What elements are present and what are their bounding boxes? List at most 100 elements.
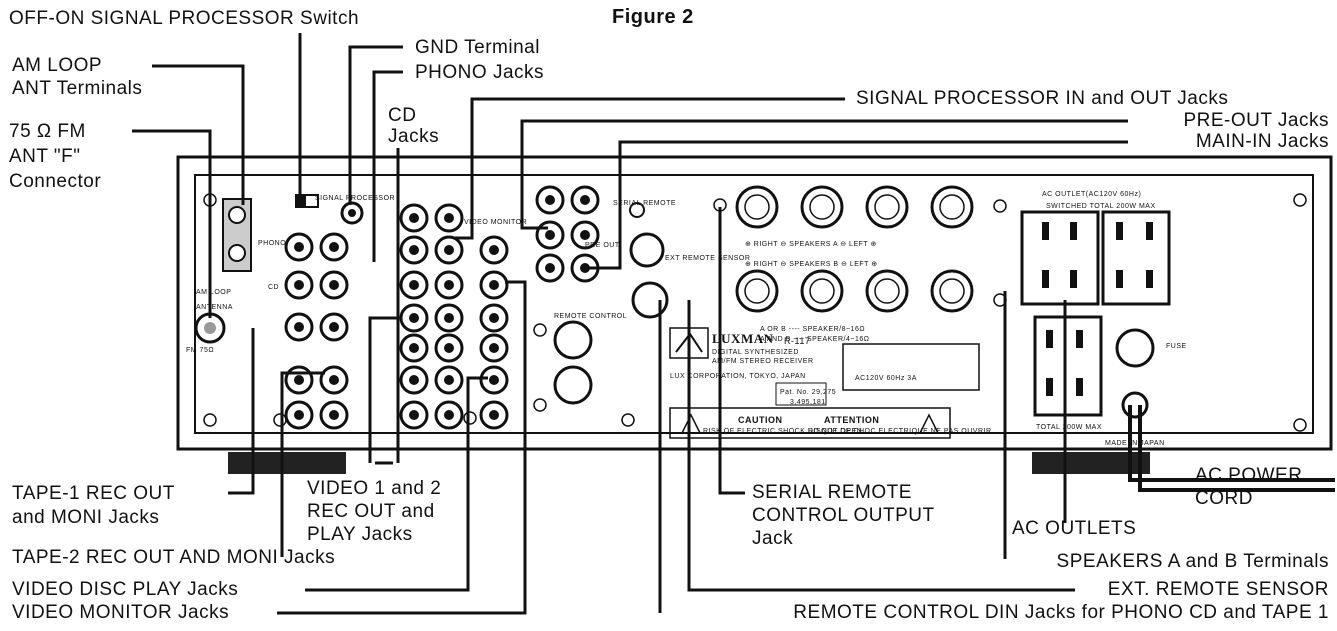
- rca-jack-pin: [409, 280, 419, 290]
- rca-jack-pin: [329, 410, 339, 420]
- leader-lines: [132, 33, 1128, 615]
- callout-speakers: SPEAKERS A and B Terminals: [1056, 551, 1329, 572]
- callout-tape1-2: and MONI Jacks: [12, 507, 160, 528]
- rca-jack-pin: [444, 245, 454, 255]
- callout-gnd-terminal: GND Terminal: [415, 37, 540, 58]
- callout-serial-1: SERIAL REMOTE: [752, 482, 912, 503]
- screws: [203, 193, 1307, 432]
- callout-video12-3: PLAY Jacks: [307, 524, 413, 545]
- rca-jack-pin: [294, 322, 304, 332]
- rca-jack-pin: [545, 230, 555, 240]
- figure-title: Figure 2: [612, 6, 694, 28]
- rca-jack-pin: [294, 242, 304, 252]
- rca-jack-pin: [409, 245, 419, 255]
- panel-spk-imp1: A OR B ---- SPEAKER/8~16Ω: [760, 326, 866, 333]
- chassis-inner: [194, 174, 1314, 434]
- panel-spk-imp2: A AND B ---- SPEAKER/4~16Ω: [760, 336, 870, 343]
- ac-outlets: [1020, 210, 1171, 417]
- panel-total: TOTAL 200W MAX: [1036, 424, 1102, 431]
- panel-pat2: 3,495,181: [790, 399, 826, 406]
- rca-jack-pin: [545, 195, 555, 205]
- fuse-holder: [1115, 328, 1155, 368]
- rca-jack-pin: [409, 343, 419, 353]
- rca-jack-pin: [580, 230, 590, 240]
- panel-pat: Pat. No. 29,275: [780, 389, 837, 396]
- callout-fm-1: 75 Ω FM: [9, 121, 86, 142]
- panel-phono-label: PHONO: [258, 240, 287, 247]
- callout-main-in: MAIN-IN Jacks: [1195, 131, 1329, 152]
- callout-tape1-1: TAPE-1 REC OUT: [12, 483, 175, 504]
- panel-fuse: FUSE: [1166, 343, 1187, 350]
- ac-power-cord: [1128, 405, 1335, 492]
- panel-fm-label: FM 75Ω: [186, 347, 215, 354]
- rca-jack-pin: [489, 280, 499, 290]
- panel-rating: AC120V 60Hz 3A: [855, 375, 917, 382]
- panel-maker: LUX CORPORATION, TOKYO, JAPAN: [670, 373, 806, 380]
- callout-ac-power-1: AC POWER: [1195, 465, 1303, 486]
- callout-remote-din: REMOTE CONTROL DIN Jacks for PHONO CD an…: [793, 602, 1329, 623]
- receiver-chassis: [176, 155, 1333, 451]
- right-foot: [1032, 452, 1150, 474]
- rca-jack-pin: [409, 375, 419, 385]
- rca-jack-pin: [294, 410, 304, 420]
- speaker-terminals: [735, 185, 974, 313]
- panel-switched: SWITCHED TOTAL 200W MAX: [1046, 203, 1156, 210]
- rca-jack-pin: [294, 280, 304, 290]
- rca-jack-pin: [489, 410, 499, 420]
- rca-jack-pin: [444, 213, 454, 223]
- callout-video-disc: VIDEO DISC PLAY Jacks: [12, 579, 239, 600]
- panel-spk-b-label: ⊕ RIGHT ⊖ SPEAKERS B ⊖ LEFT ⊕: [745, 261, 878, 268]
- callout-serial-2: CONTROL OUTPUT: [752, 505, 935, 526]
- callout-pre-out: PRE-OUT Jacks: [1183, 110, 1329, 131]
- rca-jack-pin: [329, 322, 339, 332]
- panel-caution: CAUTION: [738, 415, 783, 425]
- callout-cd-1: CD: [388, 105, 417, 126]
- chassis-outline: [176, 155, 1333, 451]
- callout-serial-3: Jack: [752, 528, 794, 549]
- callout-video-monitor: VIDEO MONITOR Jacks: [12, 602, 230, 623]
- rca-jack-pin: [489, 375, 499, 385]
- left-foot: [228, 452, 346, 474]
- panel-serial-remote-label: SERIAL REMOTE: [613, 200, 677, 207]
- callout-ext-remote: EXT. REMOTE SENSOR: [1107, 579, 1329, 600]
- rca-jack-pin: [329, 280, 339, 290]
- rca-jack-pin: [545, 263, 555, 273]
- callout-tape2: TAPE-2 REC OUT AND MONI Jacks: [12, 547, 336, 568]
- callout-off-on-switch: OFF-ON SIGNAL PROCESSOR Switch: [9, 8, 360, 29]
- panel-spk-a-label: ⊕ RIGHT ⊖ SPEAKERS A ⊖ LEFT ⊕: [745, 241, 877, 248]
- callout-video12-2: REC OUT and: [307, 501, 435, 522]
- callout-phono-jacks: PHONO Jacks: [415, 62, 545, 83]
- panel-antenna-label: ANTENNA: [196, 304, 233, 311]
- panel-attention-sub: RISQUE DE CHOC ELECTRIQUE NE PAS OUVRIR: [808, 428, 992, 435]
- callout-fm-2: ANT "F": [9, 146, 81, 167]
- rca-jack-pin: [444, 375, 454, 385]
- rca-jack-pin: [329, 375, 339, 385]
- rca-jack-pin: [409, 410, 419, 420]
- serial-remote-jack: [629, 202, 645, 218]
- callout-fm-3: Connector: [9, 171, 102, 192]
- callout-cd-2: Jacks: [388, 126, 440, 147]
- callout-ac-outlets: AC OUTLETS: [1012, 518, 1137, 539]
- panel-desc1: DIGITAL SYNTHESIZED: [712, 349, 799, 356]
- panel-remote-control-label: REMOTE CONTROL: [554, 313, 628, 320]
- callout-ac-power-2: CORD: [1195, 488, 1253, 509]
- callout-video12-1: VIDEO 1 and 2: [307, 478, 442, 499]
- panel-cd-label: CD: [268, 284, 280, 291]
- rca-jack-pin: [580, 195, 590, 205]
- panel-am-loop-label: AM LOOP: [196, 289, 232, 296]
- panel-ac-outlet-hdr: AC OUTLET(AC120V 60Hz): [1042, 191, 1142, 198]
- panel-signal-processor-label: SIGNAL PROCESSOR: [315, 195, 396, 202]
- panel-caution-sub: RISK OF ELECTRIC SHOCK DO NOT OPEN: [703, 428, 863, 435]
- panel-pre-out-label: PRE OUT: [585, 242, 620, 249]
- panel-model: R-117: [784, 336, 811, 346]
- rca-jack-pin: [329, 242, 339, 252]
- panel-desc2: AM/FM STEREO RECEIVER: [712, 358, 814, 365]
- panel-attention: ATTENTION: [824, 415, 880, 425]
- rca-jack-pin: [444, 280, 454, 290]
- callout-signal-processor-in-out: SIGNAL PROCESSOR IN and OUT Jacks: [856, 88, 1229, 109]
- rca-jack-pin: [409, 213, 419, 223]
- rca-jack-pin: [489, 313, 499, 323]
- rca-jack-pin: [409, 313, 419, 323]
- rca-jack-pin: [489, 245, 499, 255]
